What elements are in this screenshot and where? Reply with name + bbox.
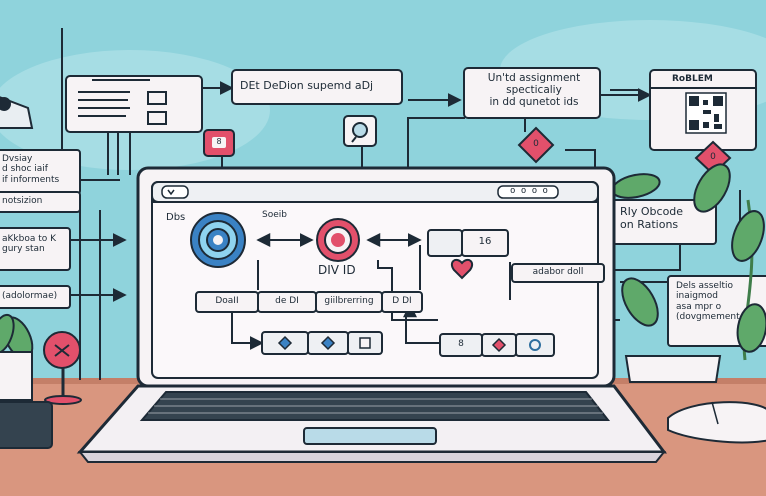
- diamond-badge-top: [517, 126, 555, 164]
- left-note-3-text: aKkboa to K gury stan: [2, 234, 57, 255]
- diamond-top-text: 0: [533, 139, 539, 149]
- document-card: [65, 75, 203, 133]
- assignment-note-card: [463, 67, 601, 119]
- trackpad: [303, 427, 437, 445]
- left-note-1-text: Dvsiay d shoc iaif if informents: [2, 154, 60, 185]
- tablet-device: [0, 401, 53, 449]
- assignment-note-text: Un'td assignment specticaliy in dd qunet…: [487, 72, 581, 109]
- row3-box-2: [481, 333, 517, 357]
- row1-box-4-text: D DI: [392, 296, 412, 306]
- row3-box-1-text: 8: [458, 339, 464, 349]
- row2-box-3: [347, 331, 383, 355]
- window-controls: [497, 185, 559, 199]
- heart-stand-icon: [43, 331, 82, 405]
- target-icon-pink: [316, 218, 360, 262]
- label-box: [511, 263, 605, 283]
- problem-title: RoBLEM: [672, 74, 713, 84]
- row2-box-2: [307, 331, 349, 355]
- keyboard: [139, 391, 611, 421]
- plant-left: [0, 313, 34, 401]
- id-box-text: 16: [478, 236, 492, 247]
- label-box-text: adabor doll: [532, 267, 584, 277]
- row3-box-3: [515, 333, 555, 357]
- lock-icon: [343, 115, 377, 147]
- target-icon-blue: [190, 212, 246, 268]
- circle-a-tag: Soeib: [262, 210, 287, 220]
- pink-badge-text: 8: [216, 137, 222, 146]
- plant-right: [611, 163, 766, 383]
- left-note-2-card: [0, 191, 81, 213]
- diamond-right-text: 0: [710, 152, 716, 162]
- row1-box-4: [381, 291, 423, 313]
- qr-code-icon: [685, 92, 727, 134]
- left-note-2-text: notsizion: [2, 196, 43, 206]
- top-note-card: [231, 69, 403, 105]
- mouse-icon: [667, 401, 766, 444]
- right-note-1-text: RIy Obcode on Rations: [620, 205, 684, 231]
- pink-badge: [203, 129, 235, 157]
- left-note-3-card: [0, 227, 71, 271]
- left-note-4-text: (adolormae): [2, 291, 58, 301]
- id-box-blank: [427, 229, 463, 257]
- id-box-number: [461, 229, 509, 257]
- right-note-2-text: Dels asseltio inaigmod asa mpr o (dovgme…: [676, 281, 740, 323]
- row2-box-1: [261, 331, 309, 355]
- heart-icon: [450, 259, 474, 280]
- row1-box-2-text: de DI: [275, 296, 299, 306]
- window-menu-icon: [161, 185, 189, 199]
- top-note-text: DEt DeDion supemd aDj: [240, 79, 374, 92]
- row1-box-3-text: giilbrerring: [324, 296, 374, 306]
- left-note-4-card: [0, 285, 71, 309]
- circle-a-label: Dbs: [166, 212, 186, 223]
- row1-box-1-text: DoaII: [215, 296, 239, 306]
- window-dots: o o o o: [510, 186, 548, 196]
- desk-lamp-icon: [0, 96, 34, 129]
- div-id-label: DIV ID: [318, 263, 356, 277]
